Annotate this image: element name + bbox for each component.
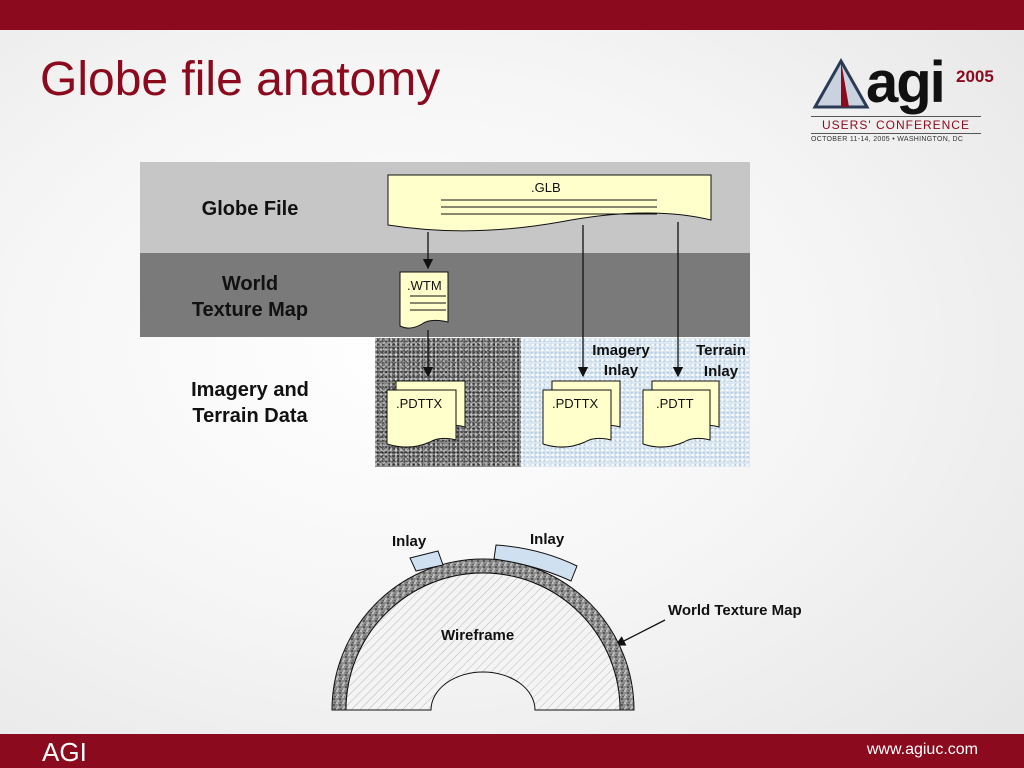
- imagery-inlay-label-line1: Imagery: [592, 342, 650, 359]
- slide-title: Globe file anatomy: [40, 53, 441, 106]
- world-texture-map-label: World Texture Map: [668, 602, 802, 619]
- pdttx-document-stack-2: [542, 380, 621, 448]
- glb-document: [387, 174, 712, 232]
- logo-date: OCTOBER 11-14, 2005 • WASHINGTON, DC: [811, 136, 964, 143]
- terrain-inlay-label-line2: Inlay: [703, 363, 739, 380]
- row-label-terrain-data: Terrain Data: [192, 405, 308, 427]
- pdttx-label-2: .PDTTX: [552, 396, 599, 411]
- inlay-right-shape: [493, 544, 578, 582]
- pdtt-document-stack: [642, 380, 720, 448]
- pdtt-label: .PDTT: [656, 396, 694, 411]
- top-bar: [0, 0, 1024, 30]
- row-label-globe-file: Globe File: [201, 198, 299, 220]
- wireframe-body: [345, 572, 621, 711]
- imagery-inlay-label-line2: Inlay: [603, 362, 639, 379]
- triangle-icon: [812, 57, 870, 109]
- row-label-world: World: [221, 273, 279, 295]
- logo-year: 2005: [956, 67, 994, 86]
- wireframe-label: Wireframe: [441, 627, 515, 644]
- logo-conference: USERS' CONFERENCE: [811, 116, 981, 134]
- agi-logo: agi 2005 USERS' CONFERENCE OCTOBER 11-14…: [806, 50, 994, 150]
- row-label-imagery: Imagery and: [191, 379, 309, 401]
- terrain-inlay-label-line1: Terrain: [696, 342, 746, 359]
- flow-arrows: [422, 222, 684, 646]
- row-label-texture-map: Texture Map: [191, 299, 309, 321]
- inlay-left-shape: [409, 550, 444, 572]
- glb-lines: [441, 199, 657, 215]
- bottom-bar: [0, 734, 1024, 768]
- wtm-lines: [410, 295, 446, 311]
- footer-left: AGI: [42, 737, 87, 767]
- wtm-document: [399, 271, 449, 329]
- globe-inlay-right-label: Inlay: [530, 531, 565, 548]
- glb-label: .GLB: [531, 180, 561, 195]
- pdttx-label-1: .PDTTX: [396, 396, 443, 411]
- globe-inlay-left-label: Inlay: [392, 533, 427, 550]
- logo-word: agi: [866, 50, 946, 115]
- pdttx-document-stack-1: [386, 380, 466, 448]
- footer-url: www.agiuc.com: [866, 741, 978, 758]
- wtm-label: .WTM: [407, 278, 442, 293]
